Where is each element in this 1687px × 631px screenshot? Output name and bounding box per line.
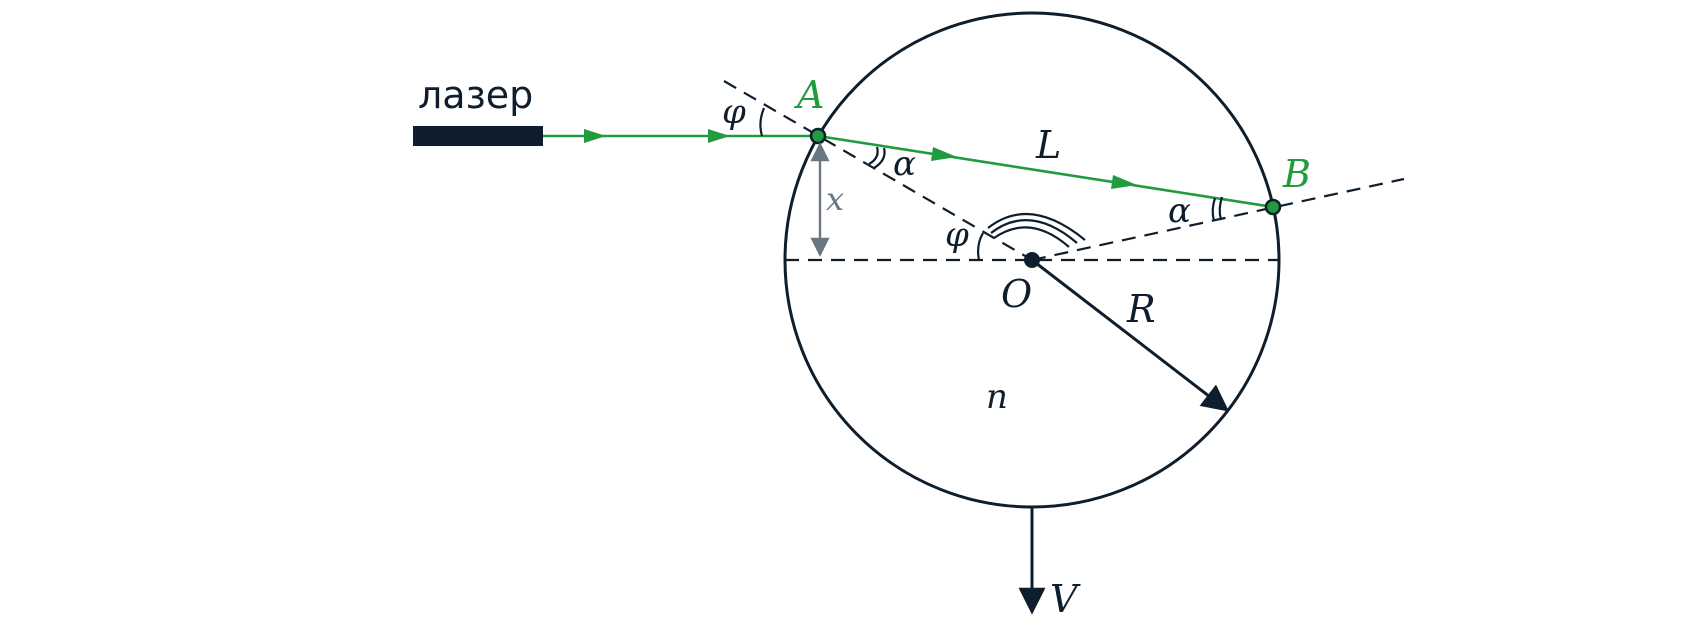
refracted-beam [817,134,1274,209]
point-a-marker [809,127,827,145]
incidence-angle-arc-outer [759,107,766,137]
point-b-marker [1264,198,1282,216]
refraction-angle-arc-b-1 [1211,197,1217,222]
refraction-angle-a-label: α [893,144,916,184]
laser-body [413,126,543,146]
point-a-label: A [794,73,824,117]
refraction-angle-arc-a-1 [868,146,879,165]
normal-line-b [1031,177,1405,262]
offset-label: x [826,180,844,218]
center-angle-arc-1 [993,226,1070,248]
center-label: O [1001,272,1032,316]
center-angle-arc-phi [977,232,984,261]
radius-arrow [1031,258,1230,412]
refraction-angle-b-label: α [1168,191,1191,231]
refraction-angle-arc-a-2 [873,147,886,169]
incident-beam-arrow-1 [584,129,606,143]
refracted-beam-arrow-1 [931,147,957,161]
path-length-label: L [1035,123,1061,167]
incidence-angle-outer-label: φ [722,92,746,132]
normal-line-a [723,80,1033,261]
refracted-beam-arrow-2 [1111,175,1137,189]
refractive-index-label: n [986,377,1008,417]
incident-beam-arrow-2 [708,129,730,143]
velocity-label: V [1050,577,1081,621]
center-angle-phi-label: φ [945,215,969,255]
refraction-angle-arc-b-2 [1218,196,1224,221]
center-angle-arc-3 [987,213,1086,241]
radius-label: R [1126,287,1156,331]
laser-label: лазер [418,73,533,117]
center-angle-arc-2 [990,219,1078,244]
point-b-label: B [1282,152,1311,196]
